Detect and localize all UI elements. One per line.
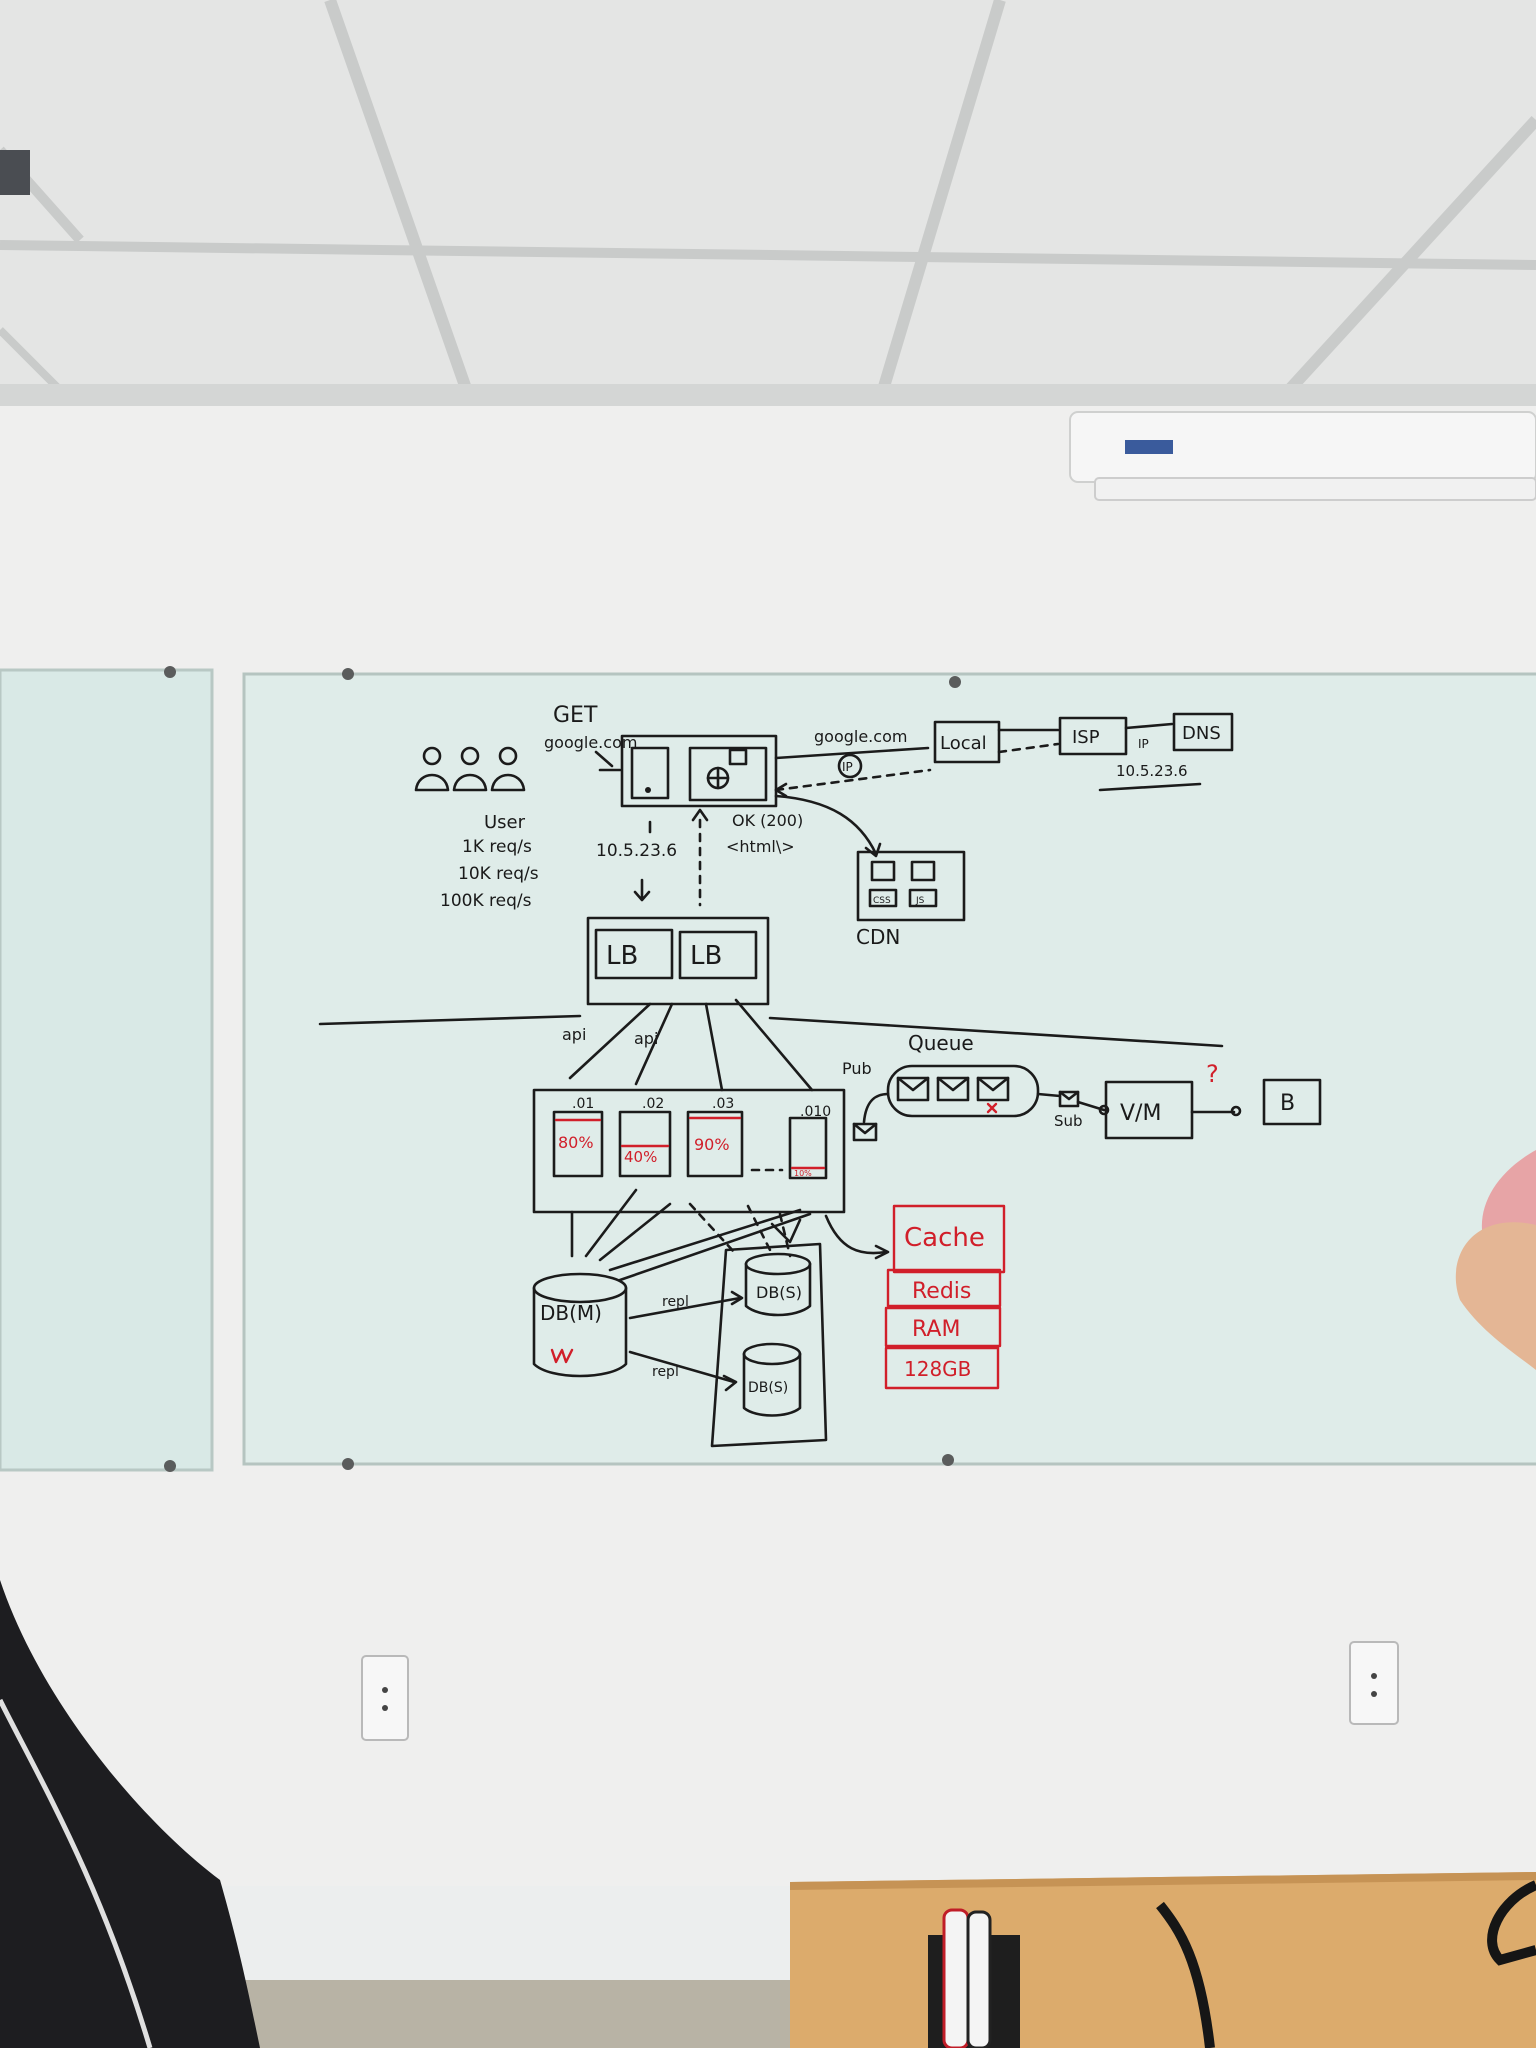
bag-strap [1487, 1880, 1536, 1966]
server-1-id: .01 [572, 1096, 594, 1112]
lb-label-1: LB [606, 941, 638, 971]
server-2: .02 40% [618, 1096, 672, 1178]
dns-query-label: google.com [814, 727, 907, 746]
db-replica-1-label: DB(S) [756, 1283, 802, 1302]
server-1: .01 80% [552, 1096, 604, 1178]
desk [790, 1872, 1536, 2048]
server-1-load: 80% [558, 1133, 594, 1152]
server-group-box [532, 1088, 846, 1214]
cdn-box [856, 850, 966, 922]
cache-label: Cache [904, 1223, 985, 1253]
ram-label: RAM [912, 1317, 960, 1342]
isp-label: ISP [1072, 727, 1100, 748]
isp-box [1058, 716, 1128, 756]
get-host-label: google.com [544, 733, 637, 752]
queue-box [886, 1064, 1040, 1118]
server-2-load: 40% [624, 1148, 657, 1166]
browser-ip-label: 10.5.23.6 [596, 841, 677, 861]
target-b-label: B [1280, 1091, 1295, 1116]
get-label: GET [553, 703, 598, 728]
cdn-asset-js: JS [915, 896, 925, 906]
dns-box [1172, 712, 1234, 752]
diagram: GET google.com User 1K req/s 10K req/s 1… [318, 703, 1322, 1448]
user-icons [414, 746, 526, 792]
redis-label: Redis [912, 1279, 971, 1304]
queue-title: Queue [908, 1031, 974, 1055]
server-4: .010 10% [788, 1104, 831, 1180]
repl-label-1: repl [662, 1294, 689, 1310]
local-label: Local [940, 733, 987, 754]
storage-label: 128GB [904, 1357, 971, 1381]
api-label-1: api [562, 1025, 586, 1044]
lb-box-1 [594, 928, 674, 980]
marker-tray [928, 1908, 1020, 2048]
response-status: OK (200) [732, 811, 803, 830]
worker-vm-label: V/M [1120, 1101, 1161, 1126]
resolved-ip-label: 10.5.23.6 [1116, 762, 1188, 780]
ip-badge: IP [842, 760, 853, 774]
response-body: <html\> [726, 837, 795, 856]
left-glass-panel [0, 668, 214, 1472]
wall-outlet-left [361, 1655, 409, 1741]
worker-vm-box [1104, 1080, 1194, 1140]
board-clips [164, 666, 961, 1472]
db-replica-2 [742, 1342, 802, 1417]
server-2-id: .02 [642, 1096, 664, 1112]
queue-pub-label: Pub [842, 1059, 872, 1078]
dns-label: DNS [1182, 723, 1221, 744]
repl-label-2: repl [652, 1364, 679, 1380]
glass-whiteboard [242, 672, 1536, 1466]
server-4-load: 10% [794, 1169, 812, 1178]
lb-box-2 [678, 930, 758, 980]
user-rate-1: 1K req/s [462, 837, 532, 857]
cdn-label: CDN [856, 925, 900, 949]
wall-outlet-right [1349, 1641, 1399, 1725]
db-master-label: DB(M) [540, 1301, 602, 1325]
browser-window-sketch [620, 734, 778, 808]
question-mark: ? [1206, 1060, 1219, 1088]
target-b-box [1262, 1078, 1322, 1126]
queue-sub-label: Sub [1054, 1112, 1083, 1130]
server-4-id: .010 [800, 1104, 831, 1120]
lb-label-2: LB [690, 941, 722, 971]
user-label: User [484, 812, 526, 833]
server-3: .03 90% [686, 1096, 744, 1178]
db-replica-2-label: DB(S) [748, 1380, 788, 1396]
local-dns-box [933, 720, 1001, 764]
cache-stack [884, 1204, 1006, 1390]
db-master [532, 1272, 628, 1378]
user-rate-3: 100K req/s [440, 891, 532, 911]
black-cable [1156, 1901, 1215, 2048]
dns-ip-arrow-label: IP [1138, 737, 1149, 751]
server-3-id: .03 [712, 1096, 734, 1112]
api-label-2: api [634, 1029, 658, 1048]
person-left-foreground [0, 1580, 260, 2048]
cdn-asset-css: CSS [873, 896, 891, 906]
lb-group-box [586, 916, 770, 1006]
user-rate-2: 10K req/s [458, 864, 539, 884]
projector-screen-housing [1069, 411, 1536, 501]
db-replica-1 [744, 1252, 812, 1317]
ceiling [0, 0, 1536, 410]
person-right-edge [1455, 1150, 1536, 1370]
server-3-load: 90% [694, 1135, 730, 1154]
